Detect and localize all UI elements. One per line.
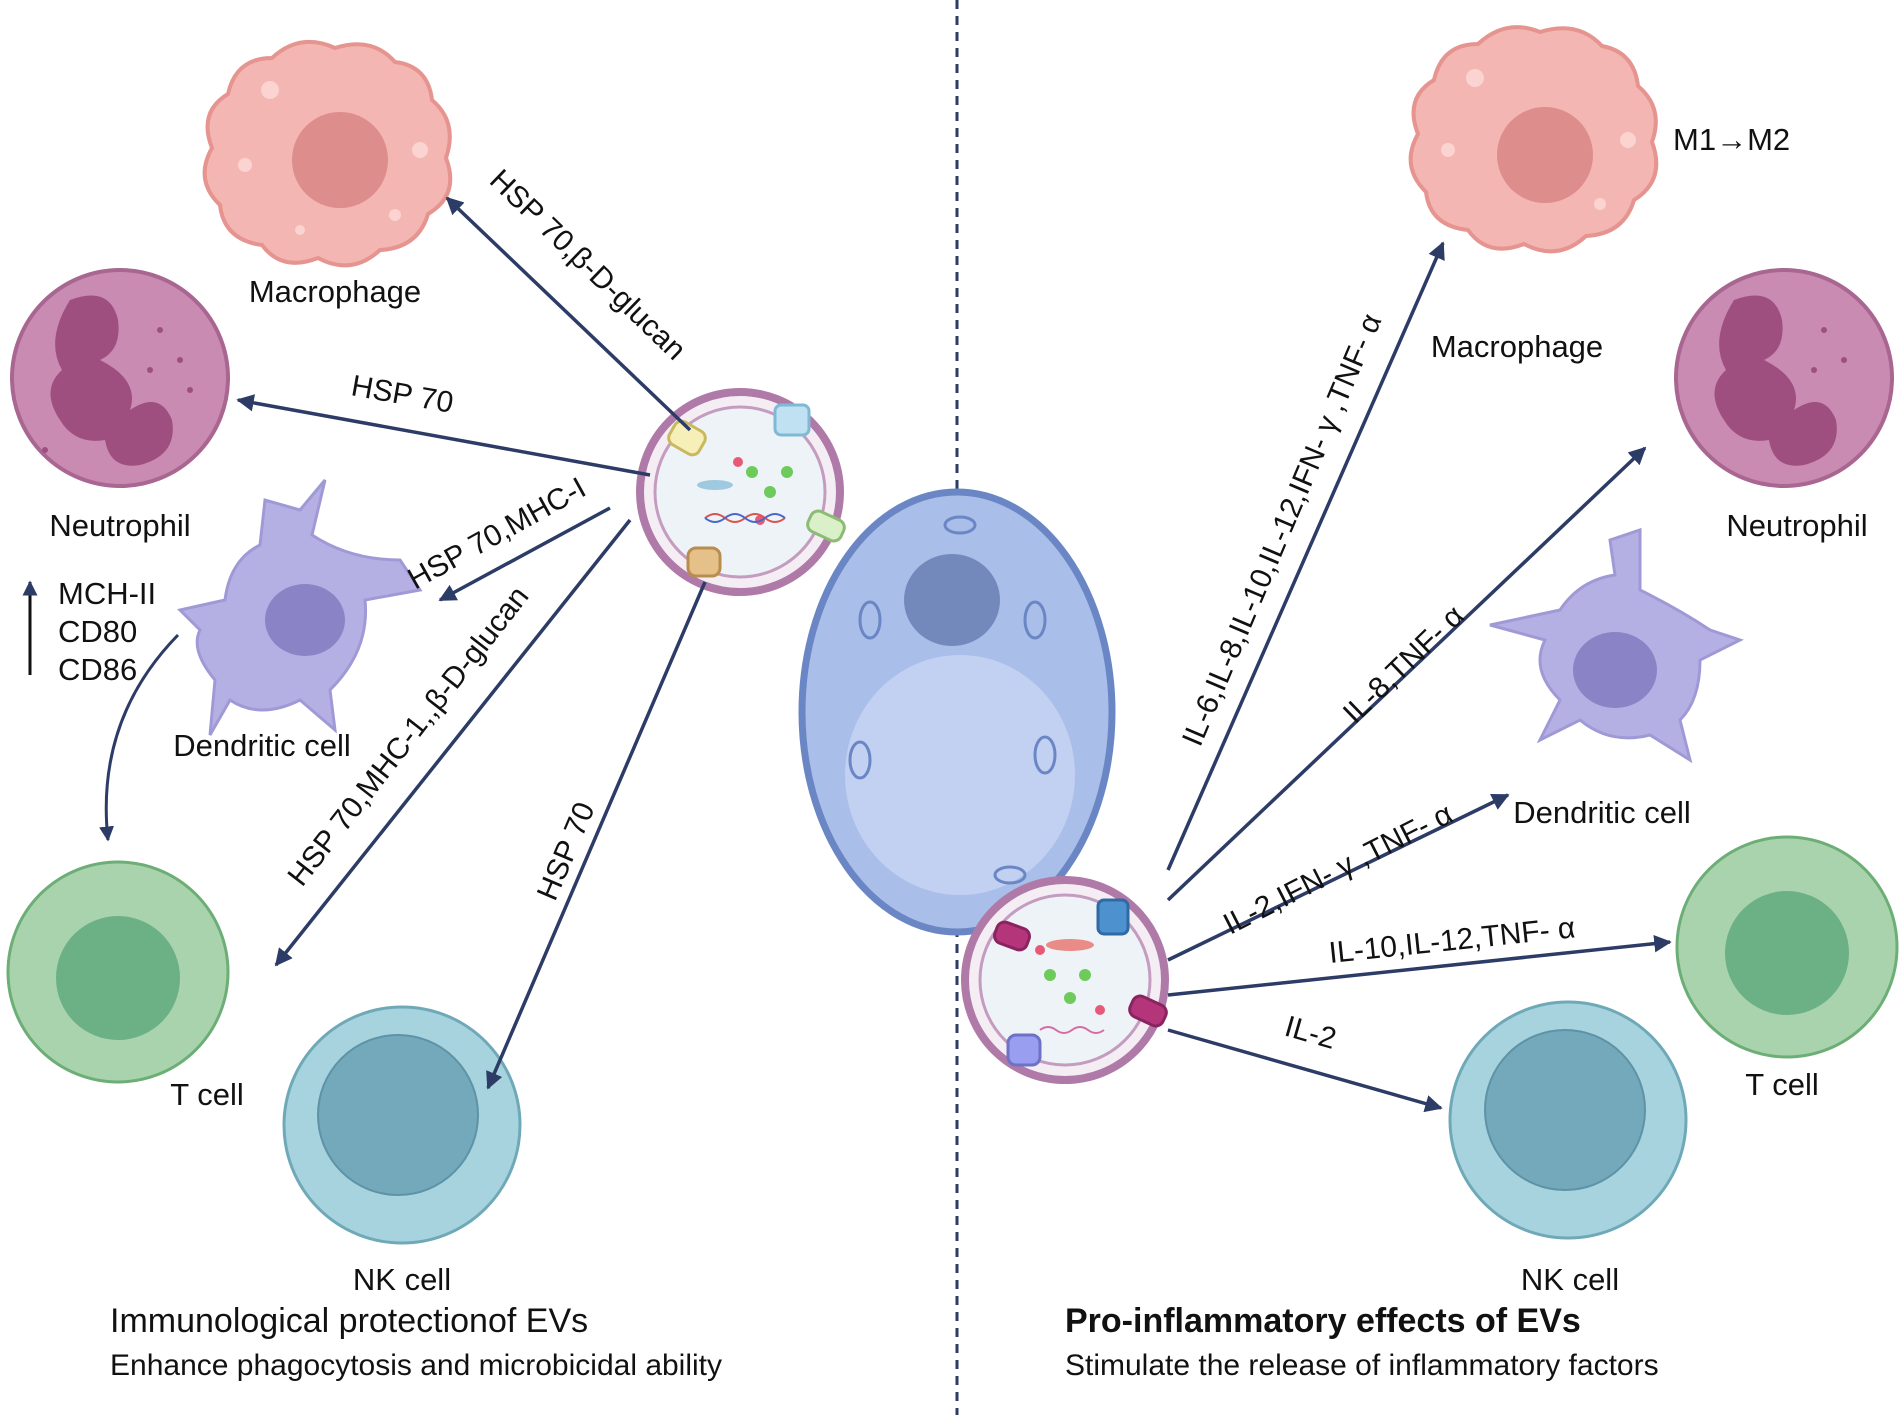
left-extracellular-vesicle	[636, 388, 846, 596]
left-macrophage	[202, 40, 453, 268]
left-panel-title: Immunological protectionof EVs	[110, 1302, 588, 1340]
left-neutrophil-label: Neutrophil	[49, 508, 190, 543]
arrow-ev-to-left-t-cell	[274, 518, 632, 967]
left-t-cell-label: T cell	[170, 1077, 244, 1112]
marker-cd86: CD86	[58, 652, 137, 687]
right-panel-subtitle: Stimulate the release of inflammatory fa…	[1065, 1349, 1659, 1382]
right-neutrophil	[1674, 268, 1894, 488]
right-t-cell-arrow-label: IL-10,IL-12,TNF- α	[1327, 911, 1577, 970]
surface-markers: MCH-II CD80 CD86	[58, 576, 156, 687]
left-panel-subtitle: Enhance phagocytosis and microbicidal ab…	[110, 1349, 722, 1382]
left-nk-cell	[282, 1005, 522, 1245]
left-dendritic-label: Dendritic cell	[173, 728, 350, 763]
left-macrophage-arrow-label: HSP 70,β-D-glucan	[483, 163, 692, 366]
left-dendritic-cell	[177, 479, 423, 736]
arrow-ev-to-left-dendritic	[438, 506, 611, 602]
arrow-ev-to-right-macrophage	[1166, 241, 1445, 871]
arrow-ev-to-right-t-cell	[1167, 934, 1672, 997]
right-extracellular-vesicle	[961, 876, 1169, 1084]
right-dendritic-label: Dendritic cell	[1513, 795, 1690, 830]
right-t-cell-label: T cell	[1745, 1067, 1819, 1102]
marker-mch-ii: MCH-II	[58, 576, 156, 611]
arrow-ev-to-left-macrophage	[445, 196, 692, 432]
left-macrophage-label: Macrophage	[249, 274, 421, 309]
polarization-label: M1→M2	[1673, 122, 1790, 157]
right-macrophage-label: Macrophage	[1431, 329, 1603, 364]
marker-cd80: CD80	[58, 614, 137, 649]
right-nk-cell-label: NK cell	[1521, 1262, 1619, 1297]
right-macrophage	[1408, 25, 1659, 254]
left-nk-cell-label: NK cell	[353, 1262, 451, 1297]
arrow-ev-to-left-neutrophil	[236, 394, 651, 477]
left-neutrophil	[10, 268, 230, 488]
arrow-dendritic-to-t-cell	[99, 633, 180, 842]
right-nk-cell	[1448, 1000, 1688, 1240]
arrow-ev-to-left-nk-cell	[486, 581, 707, 1090]
arrow-ev-to-right-dendritic	[1167, 793, 1510, 962]
arrow-ev-to-right-nk-cell	[1167, 1028, 1443, 1113]
arrow-ev-to-right-neutrophil	[1166, 446, 1647, 902]
right-neutrophil-arrow-label: IL-8,TNF- α	[1337, 599, 1471, 730]
right-panel-title: Pro-inflammatory effects of EVs	[1065, 1302, 1581, 1340]
right-neutrophil-label: Neutrophil	[1726, 508, 1867, 543]
right-nk-cell-arrow-label: IL-2	[1281, 1010, 1340, 1056]
left-arrows	[99, 196, 707, 1090]
fungal-cell	[798, 488, 1116, 936]
right-dendritic-cell	[1489, 527, 1744, 764]
right-macrophage-arrow-label: IL-6,IL-8,IL-10,IL-12,IFN- γ ,TNF- α	[1176, 309, 1388, 751]
left-neutrophil-arrow-label: HSP 70	[349, 369, 456, 419]
left-t-cell	[6, 860, 230, 1084]
right-arrows	[1166, 241, 1672, 1113]
right-t-cell	[1675, 835, 1899, 1059]
